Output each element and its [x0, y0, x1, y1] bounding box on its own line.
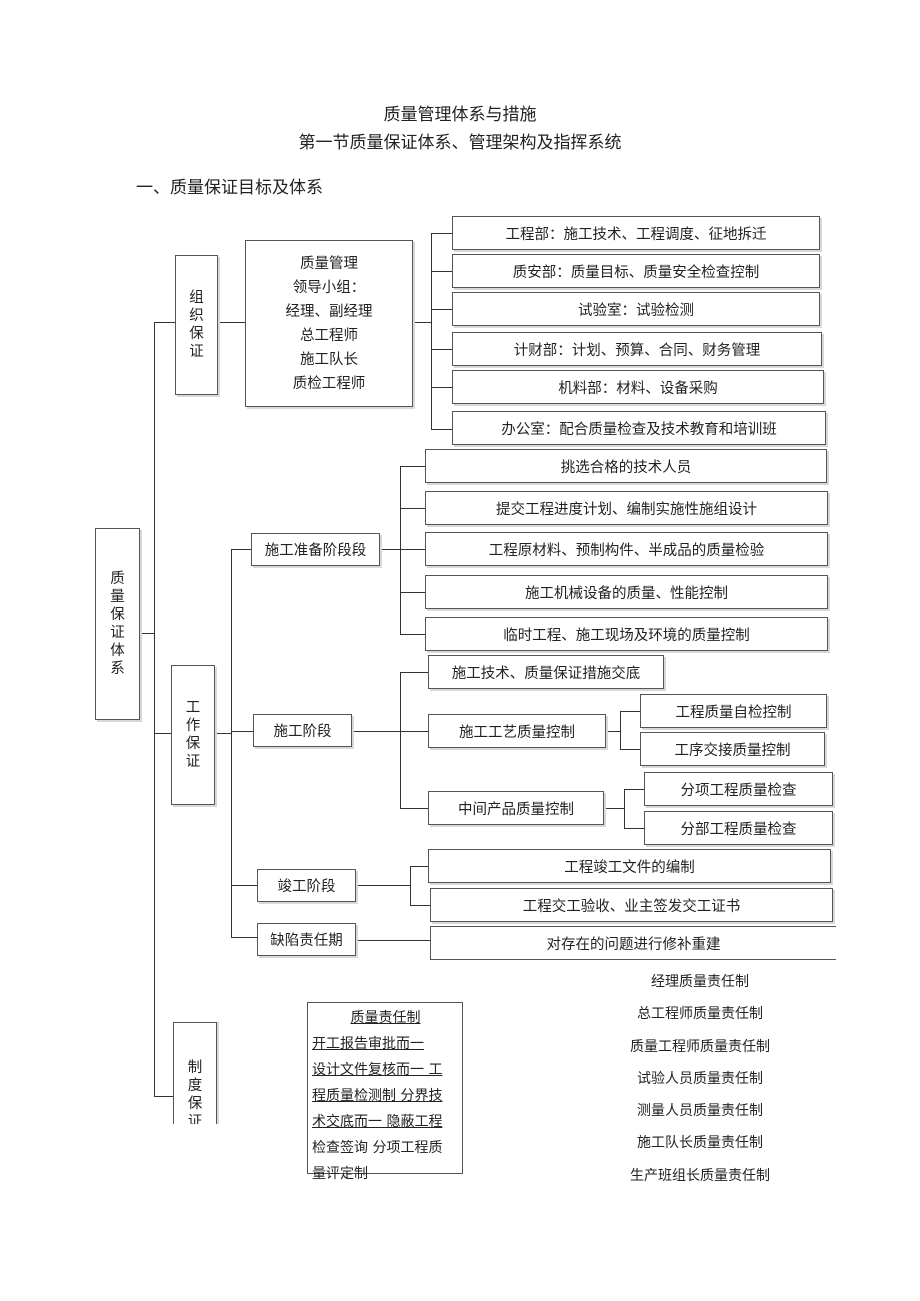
responsibility-line: 量评定制	[312, 1166, 368, 1182]
branch-char: 工	[185, 699, 201, 716]
branch-char: 制	[187, 1060, 203, 1076]
intermediate-subitem-check: 分项工程质量检查	[644, 772, 833, 806]
department-office: 办公室：配合质量检查及技术教育和培训班	[452, 411, 826, 445]
stage-construction: 施工阶段	[253, 714, 352, 747]
responsibility-line: 开工报告审批而一	[312, 1036, 424, 1052]
department-finance: 计财部：计划、预算、合同、财务管理	[452, 332, 822, 366]
root-char: 系	[110, 661, 125, 678]
branch-char: 保	[189, 326, 204, 342]
responsibility-list: 经理质量责任制 总工程师质量责任制 质量工程师质量责任制 试验人员质量责任制 测…	[600, 968, 800, 1194]
prep-item: 临时工程、施工现场及环境的质量控制	[425, 617, 828, 651]
construction-process-control: 施工工艺质量控制	[428, 714, 606, 748]
department-lab: 试验室：试验检测	[452, 292, 820, 326]
branch-organization: 组 织 保 证	[175, 255, 218, 395]
responsibility-list-item: 经理质量责任制	[651, 974, 749, 990]
prep-item: 挑选合格的技术人员	[425, 449, 827, 483]
responsibility-list-item: 施工队长质量责任制	[637, 1135, 763, 1152]
leader-line: 施工队长	[300, 351, 358, 368]
document-subtitle: 第一节质量保证体系、管理架构及指挥系统	[298, 133, 622, 153]
branch-char: 织	[189, 307, 204, 324]
stage-completion: 竣工阶段	[257, 869, 356, 902]
branch-char: 证	[189, 344, 204, 361]
branch-char: 组	[189, 289, 204, 306]
root-char: 体	[110, 643, 125, 660]
root-quality-assurance-system: 质 量 保 证 体 系	[95, 528, 140, 720]
leader-line: 总工程师	[300, 327, 358, 344]
prep-item: 提交工程进度计划、编制实施性施组设计	[425, 491, 828, 525]
root-char: 证	[110, 625, 125, 641]
completion-item: 工程竣工文件的编制	[428, 849, 831, 883]
construction-intermediate-control: 中间产品质量控制	[428, 791, 604, 825]
branch-char: 保	[187, 1096, 203, 1113]
root-char: 量	[110, 588, 125, 605]
crop-mask	[160, 1124, 230, 1184]
process-self-check: 工程质量自检控制	[640, 694, 827, 728]
responsibility-list-item: 测量人员质量责任制	[637, 1103, 763, 1120]
intermediate-division-check: 分部工程质量检查	[644, 811, 833, 845]
branch-work: 工 作 保 证	[171, 665, 215, 805]
department-materials: 机料部：材料、设备采购	[452, 370, 824, 404]
responsibility-system-box: 质量责任制 开工报告审批而一 设计文件复核而一 工 程质量检测制 分界技 术交底…	[307, 1002, 463, 1182]
process-handover-check: 工序交接质量控制	[640, 732, 825, 766]
branch-char: 作	[185, 717, 201, 734]
responsibility-line: 检查签询 分项工程质	[312, 1140, 443, 1156]
section-heading: 一、质量保证目标及体系	[136, 178, 323, 198]
leader-group-box: 质量管理 领导小组： 经理、副经理 总工程师 施工队长 质检工程师	[245, 240, 413, 407]
leader-line: 经理、副经理	[285, 303, 373, 320]
construction-tech-briefing: 施工技术、质量保证措施交底	[428, 655, 664, 689]
stage-preparation: 施工准备阶段段	[251, 533, 380, 566]
root-char: 质	[110, 570, 125, 587]
leader-line: 质检工程师	[292, 375, 366, 392]
responsibility-line: 程质量检测制 分界技	[312, 1088, 443, 1104]
department-quality-safety: 质安部：质量目标、质量安全检查控制	[452, 254, 820, 288]
branch-char: 度	[187, 1078, 203, 1095]
stage-defect-liability: 缺陷责任期	[257, 923, 356, 956]
department-engineering: 工程部：施工技术、工程调度、征地拆迁	[452, 216, 820, 250]
responsibility-line: 设计文件复核而一 工	[312, 1062, 443, 1078]
completion-item: 工程交工验收、业主签发交工证书	[430, 888, 833, 922]
branch-char: 证	[185, 754, 201, 771]
responsibility-list-item: 试验人员质量责任制	[637, 1070, 763, 1087]
root-char: 保	[110, 606, 125, 623]
responsibility-list-item: 质量工程师质量责任制	[630, 1038, 770, 1055]
responsibility-list-item: 总工程师质量责任制	[637, 1006, 763, 1023]
leader-line: 领导小组：	[292, 279, 366, 296]
prep-item: 施工机械设备的质量、性能控制	[425, 575, 828, 609]
responsibility-line: 术交底而一 隐蔽工程	[312, 1114, 443, 1130]
leader-line: 质量管理	[300, 255, 358, 272]
defect-item: 对存在的问题进行修补重建	[430, 926, 836, 960]
responsibility-title: 质量责任制	[350, 1010, 421, 1026]
document-title: 质量管理体系与措施	[383, 105, 537, 125]
responsibility-list-item: 生产班组长质量责任制	[630, 1167, 770, 1184]
branch-char: 保	[185, 736, 201, 752]
prep-item: 工程原材料、预制构件、半成品的质量检验	[425, 532, 828, 566]
